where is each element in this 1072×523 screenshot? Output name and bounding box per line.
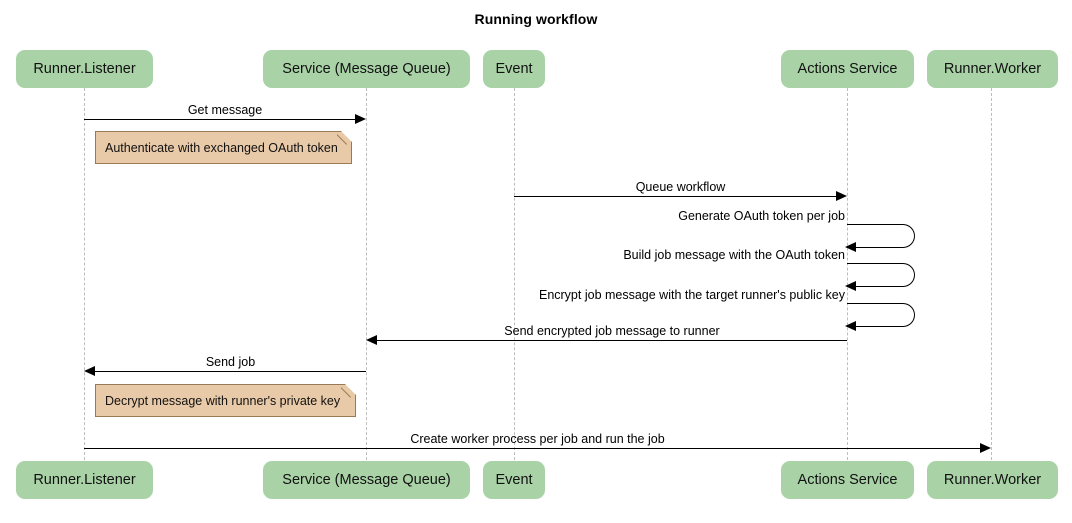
- lifeline-runner-worker: [991, 88, 992, 460]
- participant-bottom-runner-listener[interactable]: Runner.Listener: [16, 461, 153, 499]
- message-line-create-worker-process: [84, 448, 981, 449]
- note-fold-edge-icon: [341, 384, 356, 399]
- participant-top-runner-listener[interactable]: Runner.Listener: [16, 50, 153, 88]
- lifeline-service-message-queue: [366, 88, 367, 460]
- message-line-send-job: [95, 371, 366, 372]
- message-arrowhead-encrypt-job-message: [845, 321, 856, 331]
- message-label-generate-oauth-token-per-job: Generate OAuth token per job: [678, 209, 845, 223]
- self-loop-build-job-message: [847, 263, 915, 287]
- message-arrowhead-build-job-message: [845, 281, 856, 291]
- message-label-get-message: Get message: [187, 103, 263, 117]
- participant-bottom-actions-service[interactable]: Actions Service: [781, 461, 914, 499]
- self-loop-encrypt-job-message: [847, 303, 915, 327]
- participant-top-actions-service[interactable]: Actions Service: [781, 50, 914, 88]
- note-fold-edge-icon: [337, 131, 352, 146]
- participant-bottom-event[interactable]: Event: [483, 461, 545, 499]
- message-arrowhead-create-worker-process: [980, 443, 991, 453]
- participant-top-runner-worker[interactable]: Runner.Worker: [927, 50, 1058, 88]
- note-decrypt-label: Decrypt message with runner's private ke…: [105, 393, 341, 408]
- message-label-send-job: Send job: [205, 355, 256, 369]
- message-line-get-message: [84, 119, 356, 120]
- message-label-encrypt-job-message: Encrypt job message with the target runn…: [538, 288, 845, 302]
- message-label-build-job-message: Build job message with the OAuth token: [623, 248, 845, 262]
- lifeline-runner-listener: [84, 88, 85, 460]
- note-decrypt: Decrypt message with runner's private ke…: [95, 384, 356, 417]
- participant-bottom-runner-worker[interactable]: Runner.Worker: [927, 461, 1058, 499]
- note-authenticate: Authenticate with exchanged OAuth token: [95, 131, 352, 164]
- message-label-create-worker-process: Create worker process per job and run th…: [410, 432, 665, 446]
- self-loop-generate-oauth-token-per-job: [847, 224, 915, 248]
- message-arrowhead-send-encrypted-job-message: [366, 335, 377, 345]
- page-title: Running workflow: [474, 11, 598, 27]
- message-arrowhead-send-job: [84, 366, 95, 376]
- message-label-queue-workflow: Queue workflow: [635, 180, 726, 194]
- note-authenticate-label: Authenticate with exchanged OAuth token: [105, 140, 338, 155]
- participant-top-event[interactable]: Event: [483, 50, 545, 88]
- message-arrowhead-get-message: [355, 114, 366, 124]
- message-line-queue-workflow: [514, 196, 837, 197]
- message-arrowhead-generate-oauth-token-per-job: [845, 242, 856, 252]
- lifeline-event: [514, 88, 515, 460]
- participant-top-service-message-queue[interactable]: Service (Message Queue): [263, 50, 470, 88]
- message-arrowhead-queue-workflow: [836, 191, 847, 201]
- participant-bottom-service-message-queue[interactable]: Service (Message Queue): [263, 461, 470, 499]
- message-line-send-encrypted-job-message: [377, 340, 847, 341]
- message-label-send-encrypted-job-message: Send encrypted job message to runner: [504, 324, 720, 338]
